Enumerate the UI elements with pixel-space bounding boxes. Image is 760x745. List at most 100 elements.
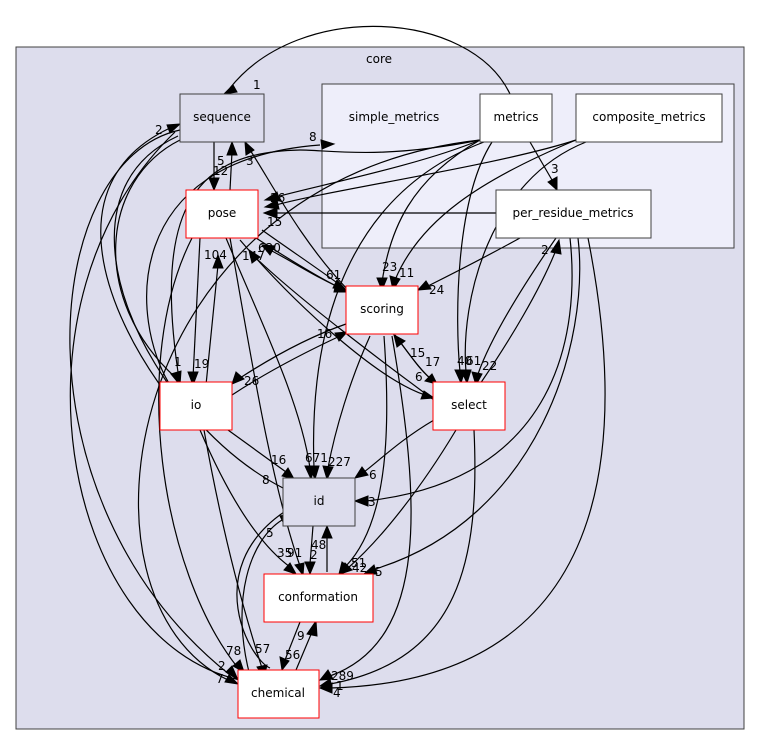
- edge-io-metrics: [146, 144, 321, 386]
- edge-pose-select: [239, 239, 426, 396]
- edge-label: 22: [482, 359, 497, 373]
- edge-label: 61: [466, 354, 481, 368]
- edge-prm-conformation: [371, 237, 581, 571]
- edge-arrow: [321, 524, 333, 539]
- edge-io-id: [227, 429, 287, 473]
- edge-arrow: [279, 656, 290, 672]
- edge-metrics-prm: [529, 141, 553, 181]
- node-conformation-label: conformation: [278, 590, 358, 604]
- edge-label: 16: [317, 327, 332, 341]
- edge-label: 2: [541, 243, 549, 257]
- edge-metrics-sequence: [229, 25, 511, 95]
- node-select-label: select: [451, 398, 487, 412]
- edge-arrow: [420, 390, 436, 400]
- node-id[interactable]: id: [282, 477, 356, 527]
- edge-select-conformation: [347, 429, 457, 569]
- node-sequence-label: sequence: [193, 110, 251, 124]
- edge-arrow: [262, 207, 278, 219]
- edge-arrow: [187, 371, 199, 387]
- edge-arrow: [263, 191, 281, 202]
- edge-chemical-conformation: [295, 631, 313, 671]
- node-composite-metrics-label: composite_metrics: [592, 110, 705, 124]
- edge-label: 19: [194, 357, 209, 371]
- edge-label: 91: [287, 546, 302, 560]
- edge-label: 15: [267, 215, 282, 229]
- node-metrics[interactable]: metrics: [479, 93, 553, 143]
- edge-chemical-id: [241, 519, 283, 677]
- node-metrics-label: metrics: [494, 110, 539, 124]
- edge-arrow: [224, 674, 240, 685]
- edge-scoring-io: [239, 323, 347, 379]
- node-per-residue-metrics-label: per_residue_metrics: [512, 206, 633, 220]
- edge-composite-select: [464, 141, 587, 373]
- edge-pose-sequence: [229, 151, 233, 191]
- node-per-residue-metrics[interactable]: per_residue_metrics: [495, 189, 652, 239]
- edge-label: 61: [326, 268, 341, 282]
- edge-arrow: [212, 253, 224, 269]
- node-conformation[interactable]: conformation: [263, 573, 374, 623]
- edge-label: 4: [333, 686, 341, 700]
- edge-label: 40: [457, 354, 472, 368]
- edge-label: 2: [155, 123, 163, 137]
- edge-arrow: [353, 495, 369, 507]
- cluster-core-label: core: [366, 52, 392, 66]
- edge-label: 23: [382, 260, 397, 274]
- edge-label: 1: [174, 355, 182, 369]
- edge-arrow: [353, 466, 369, 479]
- edge-conformation-chemical: [284, 621, 301, 661]
- edge-metrics-select: [457, 141, 493, 373]
- edge-select-prm: [479, 249, 557, 385]
- edge-scoring-id: [327, 335, 371, 469]
- edge-label: 12: [213, 164, 228, 178]
- edge-arrow: [322, 465, 334, 481]
- edge-pose-io: [192, 237, 201, 379]
- edge-arrow: [294, 562, 305, 577]
- edge-prm-scoring: [427, 237, 521, 287]
- edge-scoring-select: [394, 334, 431, 379]
- edge-composite-pose: [275, 139, 577, 206]
- node-select[interactable]: select: [432, 381, 506, 431]
- edge-arrow: [208, 177, 220, 192]
- edge-prm-select: [477, 237, 557, 375]
- edge-chemical-sequence: [69, 131, 241, 681]
- edge-select-chemical: [329, 429, 476, 685]
- edge-id-chemical-loop: [236, 511, 285, 669]
- edge-arrow: [244, 140, 255, 156]
- node-sequence[interactable]: sequence: [179, 93, 265, 143]
- edge-arrow: [339, 562, 353, 575]
- node-pose[interactable]: pose: [185, 189, 259, 239]
- edge-label: 35: [277, 546, 292, 560]
- edge-id-sequence: [113, 135, 284, 489]
- edge-label: 671: [305, 451, 328, 465]
- node-io[interactable]: io: [159, 381, 233, 431]
- edge-pose-conformation: [229, 237, 301, 567]
- edge-label: 6: [415, 370, 423, 384]
- edge-arrow: [376, 277, 388, 292]
- edge-label: 42: [352, 561, 367, 575]
- edge-arrow: [416, 280, 432, 291]
- edge-io-chemical: [203, 429, 263, 669]
- edge-label: 1: [253, 78, 261, 92]
- node-scoring-label: scoring: [360, 302, 404, 316]
- edge-label: 16: [271, 453, 286, 467]
- node-scoring[interactable]: scoring: [345, 285, 419, 335]
- edge-label: 56: [285, 648, 300, 662]
- edge-label: 1: [336, 679, 344, 693]
- edge-scoring-conformation: [345, 335, 388, 567]
- edge-label: 11: [399, 266, 414, 280]
- edge-label: 17: [425, 355, 440, 369]
- node-chemical[interactable]: chemical: [237, 669, 320, 719]
- edge-label: 5: [271, 200, 279, 214]
- edge-metrics-chemical: [137, 139, 481, 681]
- edge-label: 78: [226, 644, 241, 658]
- edge-arrow: [471, 371, 483, 387]
- edge-label: 620: [258, 241, 281, 255]
- edge-label: 51: [351, 556, 366, 570]
- edge-io-conformation: [199, 429, 291, 568]
- edge-label: 7: [216, 672, 224, 686]
- edge-label: 104: [204, 248, 227, 262]
- node-composite-metrics[interactable]: composite_metrics: [575, 93, 723, 143]
- edge-arrow: [460, 369, 472, 385]
- edge-label: 26: [270, 191, 285, 205]
